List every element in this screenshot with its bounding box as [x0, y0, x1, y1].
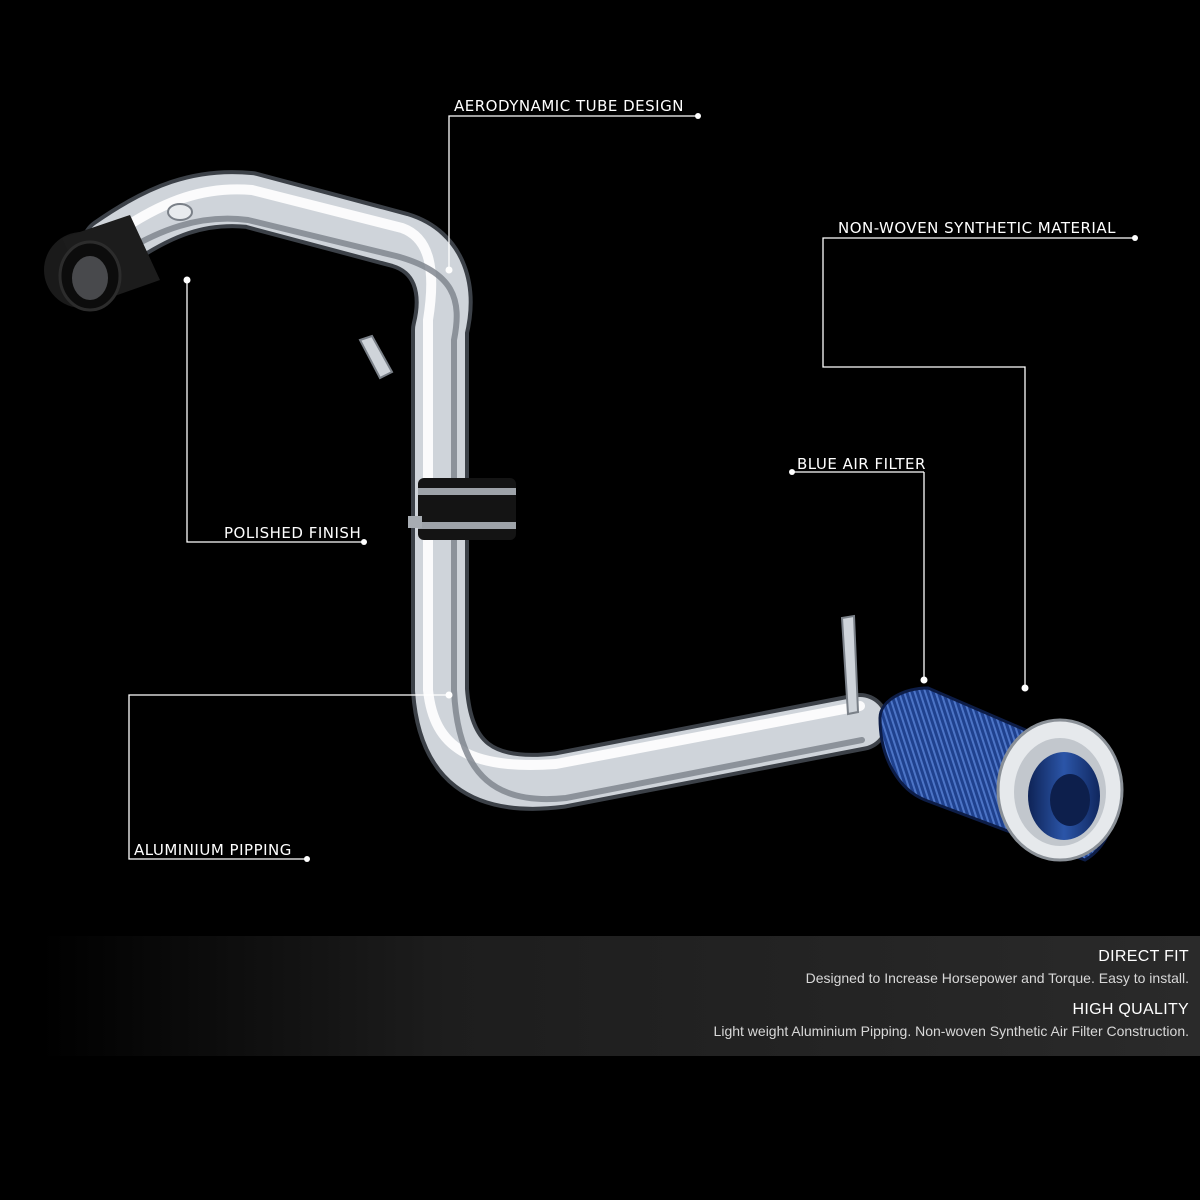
callout-non-woven-synthetic-material: NON-WOVEN SYNTHETIC MATERIAL — [838, 219, 1116, 237]
callout-blue-air-filter: BLUE AIR FILTER — [797, 455, 926, 473]
callout-polished-finish: POLISHED FINISH — [224, 524, 362, 542]
leader-dots — [183, 113, 1138, 862]
rubber-coupler-end — [44, 215, 160, 312]
sensor-bung — [167, 203, 193, 221]
intake-pipe — [81, 170, 889, 811]
callout-aerodynamic-tube-design: AERODYNAMIC TUBE DESIGN — [454, 97, 684, 115]
feature-description: Light weight Aluminium Pipping. Non-wove… — [713, 1023, 1189, 1039]
air-filter — [878, 686, 1124, 862]
rubber-coupler-middle — [408, 478, 516, 540]
mounting-bracket-upper — [358, 334, 394, 380]
mounting-bracket-lower — [840, 614, 860, 716]
feature-direct-fit: DIRECT FIT Designed to Increase Horsepow… — [806, 948, 1189, 986]
callout-aluminium-pipping: ALUMINIUM PIPPING — [134, 841, 292, 859]
feature-band — [40, 936, 1200, 1056]
feature-title: DIRECT FIT — [1098, 948, 1189, 965]
feature-description: Designed to Increase Horsepower and Torq… — [805, 970, 1189, 986]
leader-lines — [128, 115, 1135, 860]
feature-high-quality: HIGH QUALITY Light weight Aluminium Pipp… — [714, 1001, 1189, 1039]
feature-title: HIGH QUALITY — [1072, 1001, 1189, 1018]
